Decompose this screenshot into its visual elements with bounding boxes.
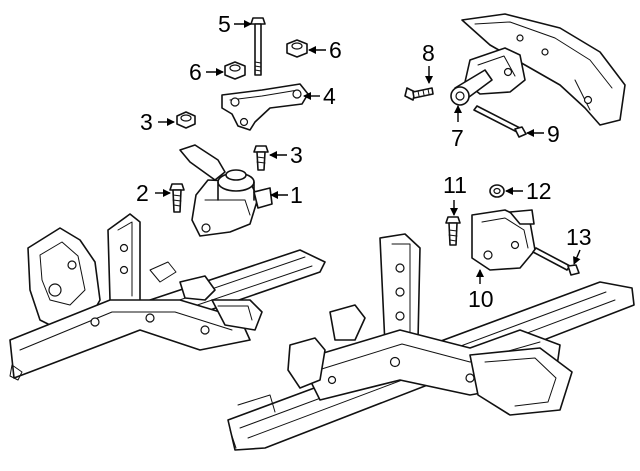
left-frame-rail [9, 213, 326, 381]
part-5-long-bolt [250, 17, 266, 76]
callout-10: 10 [468, 286, 494, 312]
callout-3-nut: 3 [140, 109, 153, 135]
part-6-nut-left [224, 61, 246, 80]
part-2-bolt [169, 183, 185, 213]
callout-arrows [155, 20, 581, 284]
callout-5: 5 [218, 11, 231, 37]
callout-3-bolt: 3 [290, 142, 303, 168]
part-10-transmission-mount [471, 209, 536, 271]
part-11-bolt [445, 216, 461, 246]
right-frame-rail [227, 233, 635, 451]
callout-8: 8 [422, 40, 435, 66]
part-8-bolt [404, 87, 434, 101]
part-4-bracket [221, 83, 309, 131]
part-6-nut-right [286, 39, 308, 58]
callout-2: 2 [136, 180, 149, 206]
part-1-engine-mount [179, 144, 273, 237]
callout-13: 13 [566, 224, 592, 250]
part-7-torque-rod [450, 47, 526, 106]
callout-labels: 1 2 3 3 4 5 6 6 7 8 9 10 11 12 13 [136, 11, 592, 312]
part-3-nut [176, 111, 196, 129]
callout-9: 9 [547, 121, 560, 147]
part-12-washer [489, 184, 505, 198]
callout-6-right: 6 [329, 37, 342, 63]
part-3-bolt [253, 145, 269, 171]
callout-11: 11 [443, 172, 467, 198]
callout-7: 7 [451, 125, 464, 151]
part-13-long-bolt [532, 247, 580, 276]
part-9-long-bolt [473, 105, 527, 138]
callout-12: 12 [526, 178, 552, 204]
callout-6-left: 6 [189, 59, 202, 85]
callout-1: 1 [290, 182, 303, 208]
callout-4: 4 [323, 83, 336, 109]
